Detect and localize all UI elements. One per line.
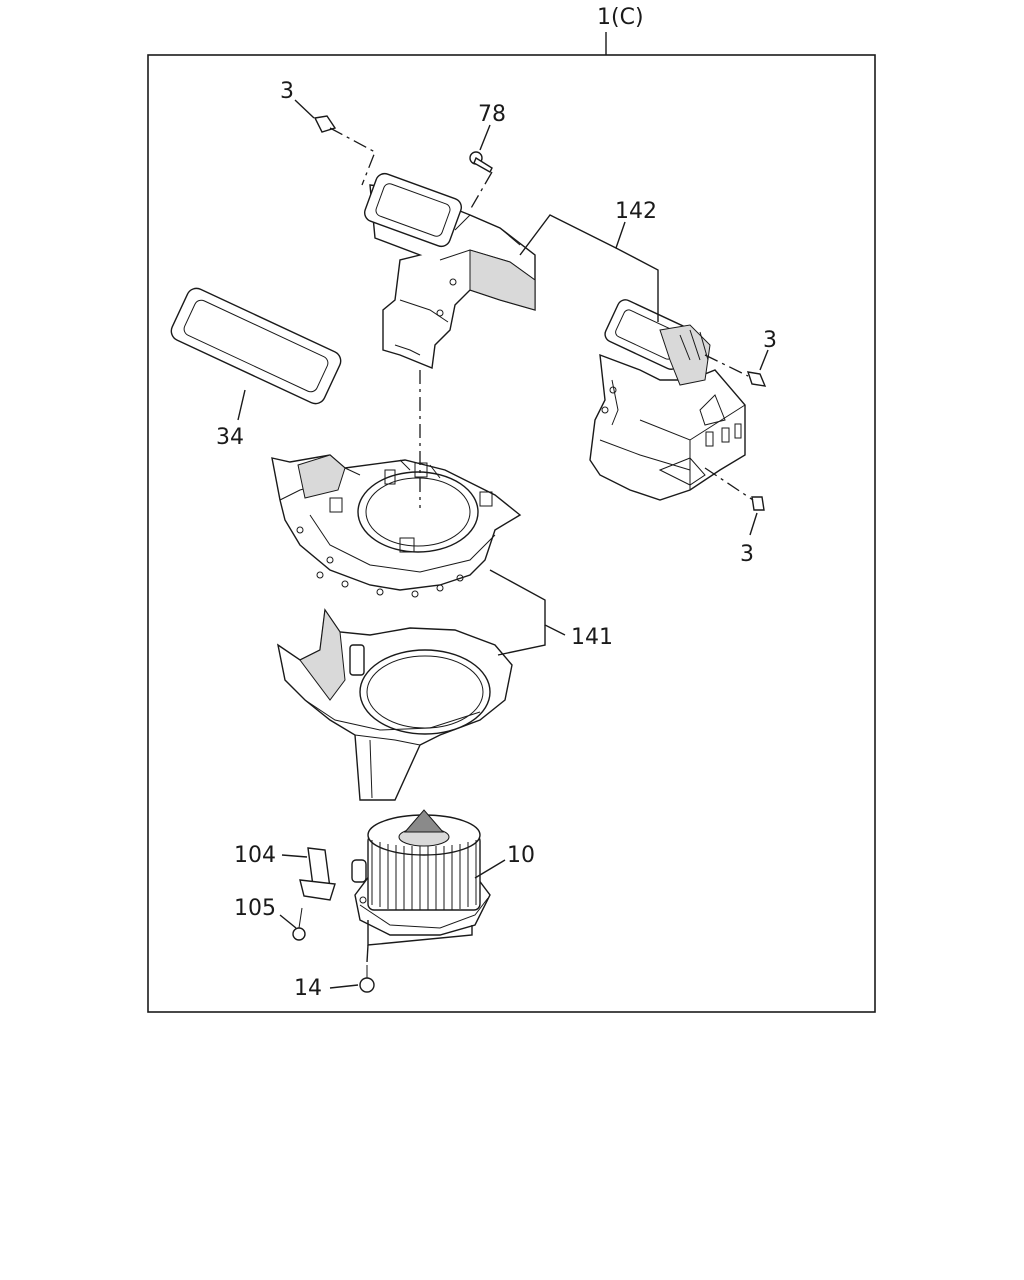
clip-3-right	[746, 371, 767, 387]
callout-3-upper: 3	[280, 79, 294, 104]
blower-motor	[351, 809, 491, 936]
screw-14	[359, 965, 375, 993]
callout-10: 10	[507, 843, 535, 868]
leader-lines	[237, 99, 769, 989]
lower-blower-case	[276, 608, 513, 801]
callout-142: 142	[615, 199, 657, 224]
callout-105: 105	[234, 896, 276, 921]
right-duct	[589, 299, 746, 501]
clip-3-lower	[751, 496, 765, 511]
screw-78	[469, 151, 493, 173]
upper-duct	[363, 172, 536, 369]
callout-3-lower: 3	[740, 542, 754, 567]
assembly-label: 1(C)	[597, 5, 644, 30]
resistor-104	[299, 847, 336, 901]
callout-78: 78	[478, 102, 506, 127]
filter-frame	[170, 287, 342, 405]
upper-blower-case	[271, 454, 522, 598]
callout-34: 34	[216, 425, 244, 450]
callout-141: 141	[571, 625, 613, 650]
callout-14: 14	[294, 976, 322, 1001]
diagram-frame	[147, 54, 876, 1013]
callout-3-right: 3	[763, 328, 777, 353]
screw-105	[292, 907, 306, 941]
callout-104: 104	[234, 843, 276, 868]
